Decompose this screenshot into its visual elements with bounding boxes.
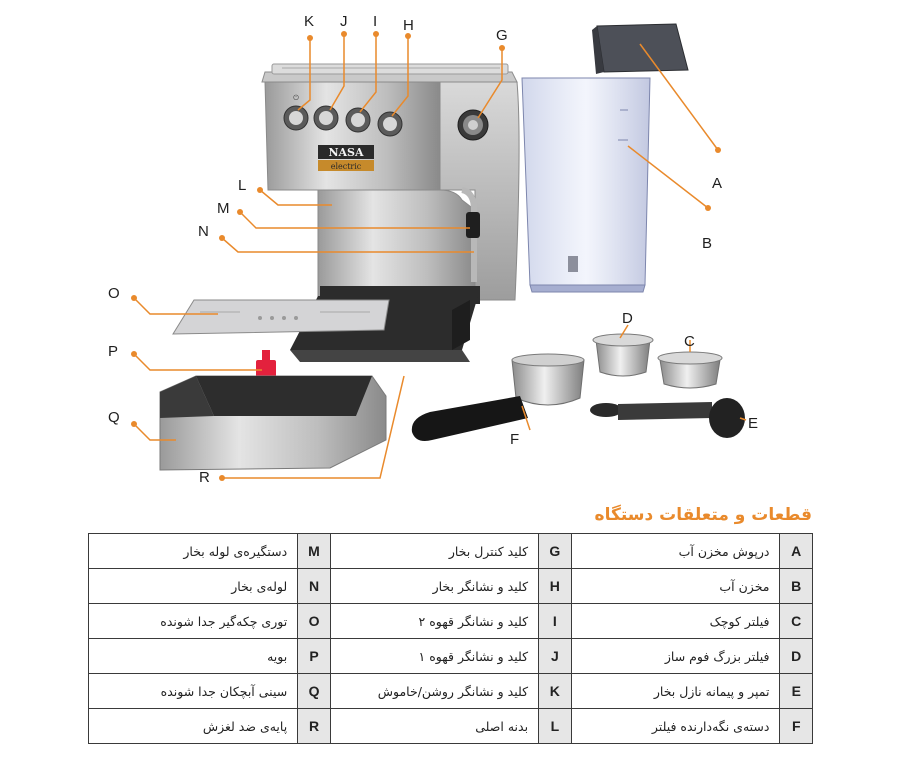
svg-text:NASA: NASA [328,146,364,159]
callout-i: I [373,13,377,30]
part-code: K [538,673,572,709]
part-code: R [297,708,331,744]
callout-c: C [684,333,695,350]
part-label: کلید و نشانگر روشن/خاموش [329,673,540,709]
callout-a: A [712,175,722,192]
callout-p: P [108,343,118,360]
part-code: C [779,603,813,639]
button-steam[interactable] [377,111,403,137]
button-power[interactable]: ⏻ [283,94,309,131]
part-code: N [297,568,331,604]
callout-e: E [748,415,758,432]
part-code: L [538,708,572,744]
part-label: بویه [87,638,299,674]
callout-k: K [304,13,314,30]
callout-g: G [496,27,508,44]
part-label: مخزن آب [570,568,781,604]
part-label: دستگیره‌ی لوله بخار [87,533,299,569]
part-label: درپوش مخزن آب [570,533,781,569]
leader-dots [131,31,721,481]
table-row: F دسته‌ی نگه‌دارنده فیلتر L بدنه اصلی R … [87,708,813,744]
parts-table: A درپوش مخزن آب G کلید کنترل بخار M دستگ… [87,533,813,744]
part-code: I [538,603,572,639]
table-row: A درپوش مخزن آب G کلید کنترل بخار M دستگ… [87,533,813,569]
section-title: قطعات و متعلقات دستگاه [594,505,812,525]
part-code: E [779,673,813,709]
leader-lines [133,34,747,479]
callout-b: B [702,235,712,252]
callout-m: M [217,200,230,217]
tamper-scoop [590,398,745,438]
filter-large [592,333,654,377]
part-label: کلید و نشانگر قهوه ۱ [329,638,540,674]
callout-labels: K J I H G A B L M N O P Q R D C F E [108,13,758,486]
brand-logo: NASA electric [318,145,374,171]
part-code: D [779,638,813,674]
machine-body: ⏻ NASA electric [261,63,520,304]
part-label: توری چکه‌گیر جدا شونده [87,603,299,639]
callout-d: D [622,310,633,327]
part-label: بدنه اصلی [329,708,540,744]
callout-q: Q [108,409,120,426]
part-code: O [297,603,331,639]
svg-text:⏻: ⏻ [293,94,299,102]
drip-grid [172,299,390,335]
water-tank [521,77,651,293]
water-tank-lid [592,23,689,74]
table-row: C فیلتر کوچک I کلید و نشانگر قهوه ۲ O تو… [87,603,813,639]
part-code: M [297,533,331,569]
part-label: سینی آبچکان جدا شونده [87,673,299,709]
part-label: لوله‌ی بخار [87,568,299,604]
part-code: Q [297,673,331,709]
callout-o: O [108,285,120,302]
drip-tray [159,375,387,471]
part-label: فیلتر بزرگ فوم ساز [570,638,781,674]
button-coffee-1[interactable] [313,105,339,131]
callout-h: H [403,17,414,34]
table-row: E تمپر و پیمانه نازل بخار K کلید و نشانگ… [87,673,813,709]
part-label: فیلتر کوچک [570,603,781,639]
callout-r: R [199,469,210,486]
part-code: H [538,568,572,604]
part-code: A [779,533,813,569]
part-label: کلید و نشانگر قهوه ۲ [329,603,540,639]
table-row: D فیلتر بزرگ فوم ساز J کلید و نشانگر قهو… [87,638,813,674]
part-code: J [538,638,572,674]
steam-wand [461,187,480,282]
part-code: G [538,533,572,569]
part-label: دسته‌ی نگه‌دارنده فیلتر [570,708,781,744]
portafilter [411,353,585,441]
part-label: کلید کنترل بخار [329,533,540,569]
part-code: P [297,638,331,674]
svg-text:electric: electric [331,162,362,171]
callout-n: N [198,223,209,240]
product-diagram: ⏻ NASA electric [108,13,758,486]
table-row: B مخزن آب H کلید و نشانگر بخار N لوله‌ی … [87,568,813,604]
callout-j: J [340,13,348,30]
callout-l: L [238,177,246,194]
steam-knob[interactable] [457,109,489,141]
filter-small [657,351,723,389]
part-label: کلید و نشانگر بخار [329,568,540,604]
part-code: F [779,708,813,744]
part-label: پایه‌ی ضد لغزش [87,708,299,744]
callout-f: F [510,431,519,448]
part-label: تمپر و پیمانه نازل بخار [570,673,781,709]
part-code: B [779,568,813,604]
button-coffee-2[interactable] [345,107,371,133]
